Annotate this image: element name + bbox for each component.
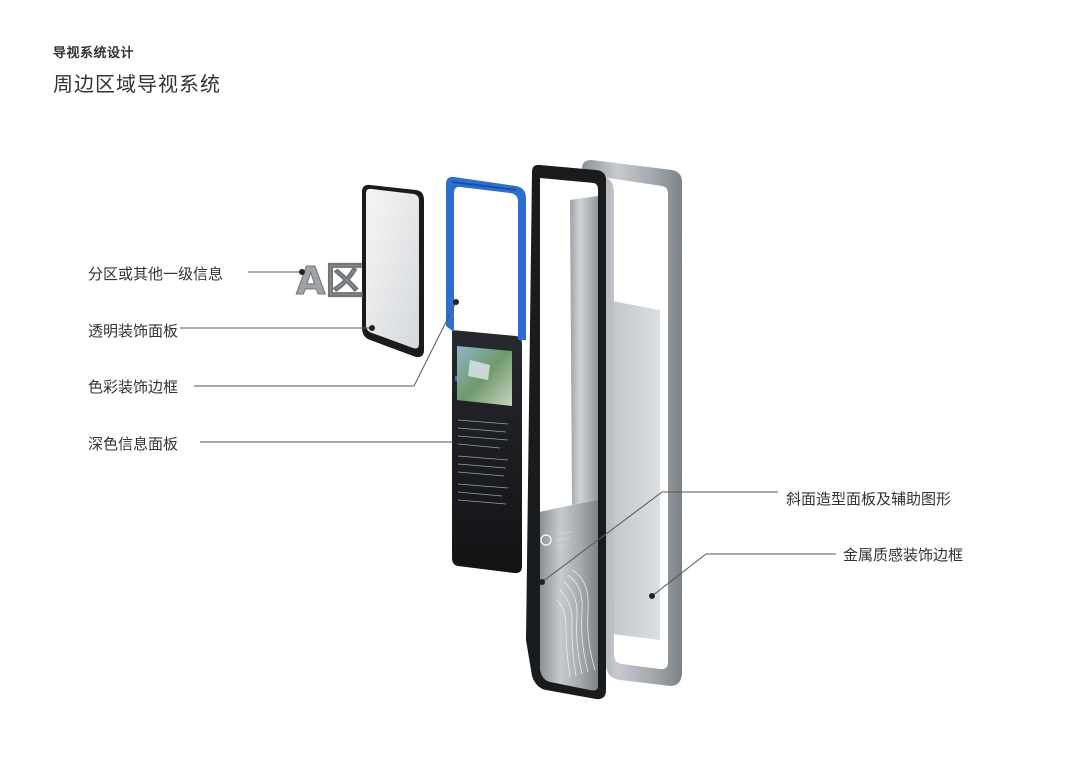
bevel-logo-icon	[540, 534, 552, 546]
callout-zone-info: 分区或其他一级信息	[88, 265, 224, 283]
callout-color-frame: 色彩装饰边框	[88, 378, 179, 396]
bevel-panel	[526, 164, 606, 700]
dark-info-panel	[452, 330, 522, 574]
page-title: 周边区域导视系统	[53, 72, 221, 96]
blue-color-frame	[446, 176, 526, 340]
callout-dark-info-panel: 深色信息面板	[88, 435, 179, 453]
leader-dots	[299, 269, 655, 599]
zone-letter-block: A区	[296, 259, 364, 304]
bevel-text-lines	[555, 531, 573, 547]
info-text-lines	[457, 419, 509, 505]
contour-graphic	[556, 569, 596, 679]
transparent-panel	[362, 184, 424, 358]
zone-letter-text: A区	[296, 259, 363, 303]
leader-lines	[180, 271, 836, 597]
callout-bevel-panel: 斜面造型面板及辅助图形	[786, 490, 952, 508]
page-subtitle: 导视系统设计	[53, 46, 135, 61]
callout-transparent-panel: 透明装饰面板	[88, 322, 179, 340]
callout-metal-frame: 金属质感装饰边框	[843, 546, 964, 564]
